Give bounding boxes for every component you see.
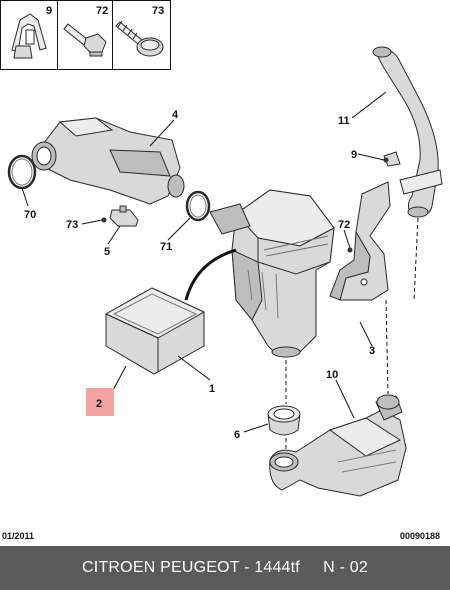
bolt-72 — [347, 247, 353, 253]
rubber-ring-6 — [267, 405, 301, 436]
air-duct-upper — [372, 46, 443, 218]
assembly-line — [413, 217, 419, 301]
callout-1: 1 — [209, 383, 215, 395]
bracket-5 — [109, 205, 139, 227]
screw-icon — [115, 20, 164, 57]
callout-71: 71 — [160, 241, 172, 253]
legend-boxes: 9 72 73 — [0, 0, 171, 70]
legend-label-72: 72 — [96, 5, 108, 17]
legend-label-9: 9 — [46, 5, 52, 17]
callout-72: 72 — [338, 219, 350, 231]
duct-clip — [383, 151, 401, 167]
callout-10: 10 — [326, 369, 338, 381]
callout-11: 11 — [338, 115, 350, 127]
callout-6: 6 — [234, 429, 240, 441]
highlight-box — [86, 388, 114, 416]
hose-clamp-71 — [185, 190, 211, 222]
intake-resonator — [31, 117, 185, 205]
callout-70: 70 — [24, 209, 36, 221]
callout-4: 4 — [172, 109, 179, 121]
date-code: 01/2011 — [2, 531, 34, 541]
air-filter-element — [104, 287, 206, 375]
lower-intake-10 — [269, 394, 407, 497]
callout-3: 3 — [369, 345, 375, 357]
callout-5: 5 — [104, 246, 110, 258]
clip-icon — [11, 13, 47, 59]
caption-text: CITROEN PEUGEOT - 1444tf N - 02 — [82, 559, 368, 576]
diagram-number: 00090188 — [400, 531, 440, 541]
screw-73 — [101, 217, 107, 223]
cable — [184, 248, 237, 301]
bolt-icon — [63, 23, 107, 57]
leader-lines — [21, 91, 387, 433]
callout-9: 9 — [351, 149, 357, 161]
callout-2: 2 — [96, 398, 102, 410]
legend-label-73: 73 — [152, 5, 164, 17]
callout-73: 73 — [66, 219, 78, 231]
hose-clamp-70 — [7, 154, 37, 190]
assembly-line — [385, 299, 389, 395]
mounting-bracket-3 — [329, 181, 391, 301]
caption-bar: CITROEN PEUGEOT - 1444tf N - 02 — [0, 546, 450, 590]
air-filter-housing — [209, 189, 335, 358]
